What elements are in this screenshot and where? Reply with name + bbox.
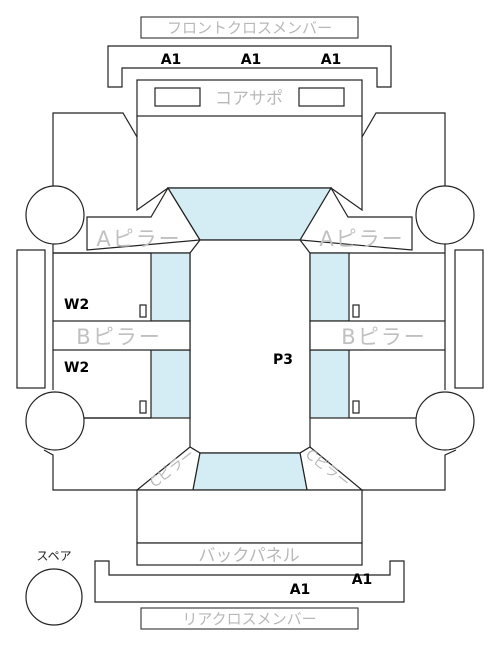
front-a1-center-code: A1: [241, 52, 262, 68]
windshield-glass: [166, 187, 333, 241]
rear-cross-member-label: リアクロスメンバー: [182, 610, 316, 628]
left-rear-quarter-outline: [43, 449, 137, 491]
roof-panel: [189, 239, 311, 454]
back-panel-label: バックパネル: [198, 546, 299, 566]
left-rear-door-handle: [139, 400, 147, 414]
b-pillar-left-label: Bピラー: [76, 325, 161, 349]
right-front-door-handle: [352, 304, 360, 318]
left-front-fender-outline: [43, 112, 138, 193]
p3-code: P3: [273, 352, 293, 368]
right-front-fender-outline: [361, 112, 457, 193]
left-front-door-handle: [139, 304, 147, 318]
rear-bumper-outline: [94, 560, 405, 603]
front-bumper-outline: [107, 45, 392, 88]
rear-window-glass: [192, 452, 308, 491]
rear-cross-member-box: [140, 607, 359, 630]
w2-lower-code: W2: [64, 360, 89, 376]
left-front-wheel: [25, 185, 85, 245]
left-door-lines: [52, 252, 151, 419]
right-rear-wheel: [415, 391, 475, 451]
right-rear-door-handle: [352, 400, 360, 414]
spare-label: スペア: [36, 549, 71, 563]
right-front-window-glass: [309, 252, 350, 322]
left-rear-window-glass: [150, 349, 191, 419]
b-pillar-right-box: [309, 320, 446, 351]
trunk-lid: [136, 489, 363, 544]
front-cross-member-box: [140, 16, 359, 39]
rear-a1-center-code: A1: [290, 582, 311, 598]
spare-tire: [25, 568, 83, 626]
core-support-right-slot: [298, 87, 345, 107]
w2-upper-code: W2: [64, 297, 89, 313]
right-rear-window-glass: [309, 349, 350, 419]
b-pillar-left-box: [52, 320, 191, 351]
left-front-window-glass: [150, 252, 191, 322]
front-a1-right-code: A1: [321, 52, 342, 68]
left-rear-wheel: [25, 391, 85, 451]
a-pillar-left-label: Aピラー: [96, 227, 181, 251]
back-panel-box: [136, 542, 363, 566]
left-side-sill: [16, 249, 46, 389]
right-side-sill: [454, 249, 484, 389]
front-a1-left-code: A1: [161, 52, 182, 68]
core-support-label: コアサポ: [215, 89, 283, 109]
right-front-wheel: [415, 185, 475, 245]
rear-a1-right-code: A1: [352, 572, 373, 588]
right-rear-quarter-outline: [362, 449, 457, 491]
a-pillar-right-label: Aピラー: [319, 227, 404, 251]
core-support-left-slot: [154, 87, 201, 107]
front-cross-member-label: フロントクロスメンバー: [167, 19, 332, 37]
b-pillar-right-label: Bピラー: [341, 325, 426, 349]
